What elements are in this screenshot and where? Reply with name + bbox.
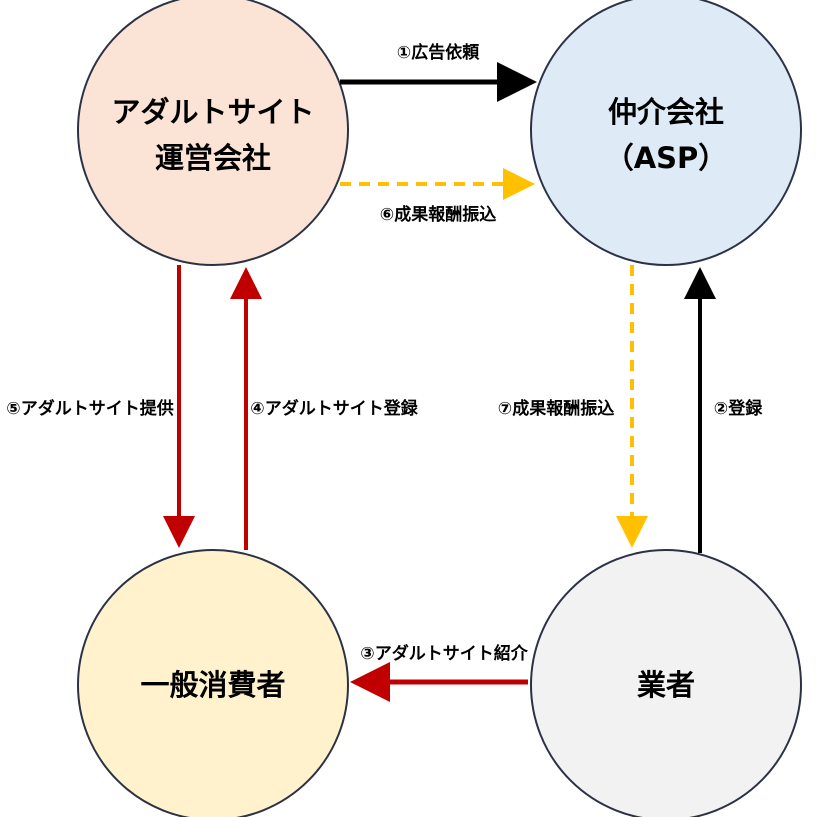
node-consumer — [77, 549, 349, 817]
edge-label-site-provide: ⑤アダルトサイト提供 — [6, 398, 173, 419]
edge-label-register: ②登録 — [714, 398, 763, 419]
node-label-vendor: 業者 — [637, 668, 695, 702]
node-label-consumer: 一般消費者 — [140, 668, 285, 702]
edge-label-reward-to-vendor: ⑦成果報酬振込 — [498, 398, 614, 419]
node-label-operator-line1: アダルトサイト — [111, 95, 314, 129]
node-label-asp-line2: （ASP） — [605, 141, 728, 175]
node-label-operator-line2: 運営会社 — [155, 141, 271, 175]
edge-label-ad-request: ①広告依頼 — [397, 42, 480, 63]
edge-label-reward-to-asp: ⑥成果報酬振込 — [380, 204, 496, 225]
node-asp — [530, 0, 802, 266]
node-adult-site-operator — [77, 0, 349, 266]
node-vendor — [530, 549, 802, 817]
edge-label-site-intro: ③アダルトサイト紹介 — [360, 643, 528, 664]
edge-label-site-register: ④アダルトサイト登録 — [250, 398, 418, 419]
node-label-asp-line1: 仲介会社 — [608, 95, 724, 129]
